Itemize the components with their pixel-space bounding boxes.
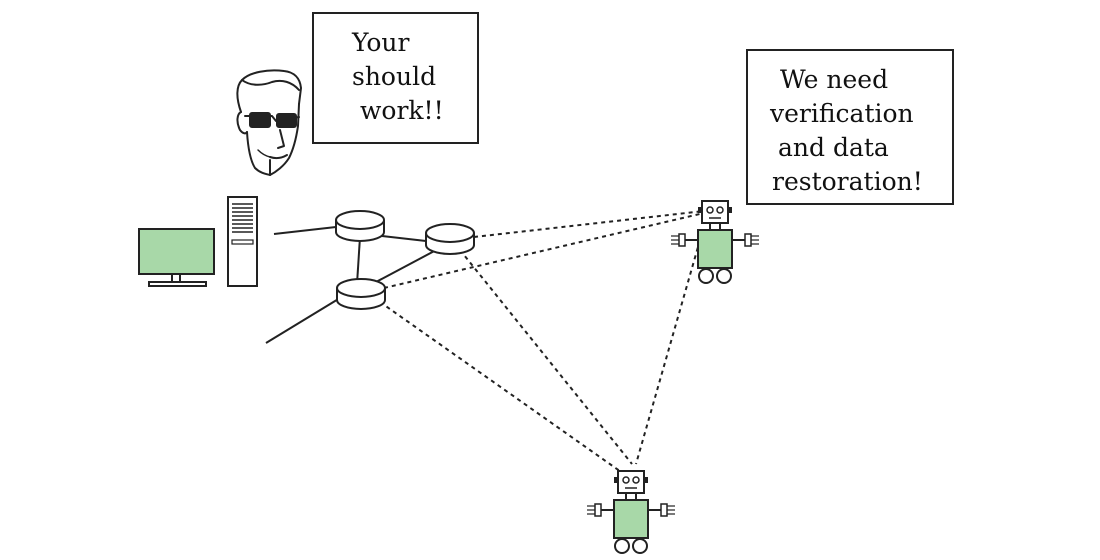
desktop-computer-icon xyxy=(138,196,258,287)
robot-connections xyxy=(379,210,705,475)
robot-bubble-line: We need xyxy=(780,65,889,94)
link-router2-router3 xyxy=(375,247,441,283)
user-bubble-line: should xyxy=(352,62,437,91)
link-computer-router1 xyxy=(273,226,337,235)
dotted-router3-robot1 xyxy=(383,212,705,289)
monitor-base xyxy=(148,281,207,287)
user-speech-bubble: Your should work!! xyxy=(312,12,479,144)
user-bubble-line: work!! xyxy=(360,96,444,125)
robot-bubble-line: verification xyxy=(770,99,914,128)
robot-bubble-line: restoration! xyxy=(772,167,923,196)
router-icon xyxy=(336,278,386,310)
network-links xyxy=(265,226,441,344)
robot-bubble-line: and data xyxy=(778,133,889,162)
user-bubble-line: Your xyxy=(352,28,410,57)
router-icon xyxy=(425,223,475,255)
dotted-router2-robot1 xyxy=(473,210,705,238)
router-icon xyxy=(335,210,385,242)
dotted-router2-robot2 xyxy=(459,249,633,465)
dotted-router3-robot2 xyxy=(379,301,625,475)
link-router3-outside xyxy=(265,297,341,344)
dotted-robot1-robot2 xyxy=(635,239,701,465)
robot-icon xyxy=(586,470,676,554)
monitor-screen xyxy=(138,228,215,275)
link-router1-router2 xyxy=(381,235,427,242)
robot-speech-bubble: We need verification and data restoratio… xyxy=(746,49,954,205)
person-with-glasses-icon xyxy=(236,69,302,176)
link-router1-router3 xyxy=(356,236,361,285)
